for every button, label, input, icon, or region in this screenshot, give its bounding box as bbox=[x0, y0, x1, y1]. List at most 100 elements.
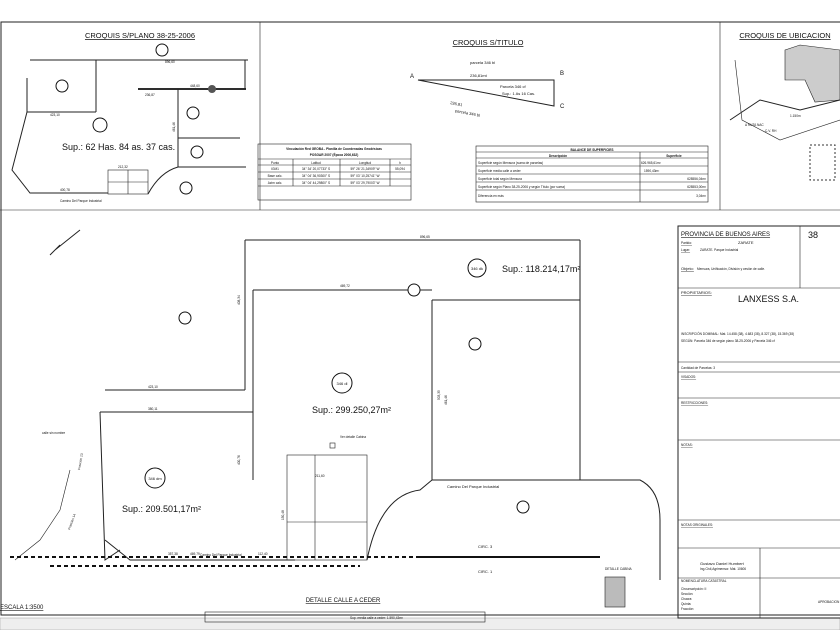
svg-text:A: A bbox=[410, 74, 414, 80]
svg-text:55,094: 55,094 bbox=[395, 167, 405, 171]
svg-text:C: C bbox=[560, 104, 565, 110]
svg-text:211,60: 211,60 bbox=[315, 474, 325, 478]
svg-text:APROBACION: APROBACION bbox=[818, 600, 840, 604]
svg-text:ZARATE: ZARATE bbox=[738, 240, 754, 245]
svg-text:B: B bbox=[560, 71, 564, 77]
svg-text:Sup.: 209.501,17m²: Sup.: 209.501,17m² bbox=[122, 504, 201, 514]
svg-text:Partido:: Partido: bbox=[681, 241, 692, 245]
svg-text:38: 38 bbox=[808, 230, 818, 240]
svg-text:DETALLE CABINA: DETALLE CABINA bbox=[605, 567, 633, 571]
svg-text:RESTRICCIONES:: RESTRICCIONES: bbox=[681, 401, 708, 405]
svg-text:469,79: 469,79 bbox=[190, 552, 200, 556]
svg-text:CROQUIS S/TITULO: CROQUIS S/TITULO bbox=[453, 38, 524, 47]
svg-text:3,04m²: 3,04m² bbox=[696, 194, 706, 198]
svg-text:503,35: 503,35 bbox=[437, 390, 441, 400]
svg-text:Diferencia en más: Diferencia en más bbox=[478, 194, 504, 198]
svg-text:IGM1: IGM1 bbox=[271, 167, 279, 171]
svg-text:34° 04' 44,29800" S: 34° 04' 44,29800" S bbox=[302, 181, 330, 185]
svg-text:469,72: 469,72 bbox=[340, 284, 350, 288]
svg-text:236,81: 236,81 bbox=[450, 100, 464, 107]
svg-text:1.150m: 1.150m bbox=[790, 114, 801, 118]
svg-text:59° 26' 21,34909" W: 59° 26' 21,34909" W bbox=[350, 167, 379, 171]
svg-text:Ver detalle Cabina: Ver detalle Cabina bbox=[340, 435, 366, 439]
svg-text:346 dk: 346 dk bbox=[471, 266, 483, 271]
svg-text:parcela 346 bl: parcela 346 bl bbox=[470, 60, 495, 65]
svg-text:Latitud: Latitud bbox=[311, 161, 321, 165]
svg-text:VISADOS:: VISADOS: bbox=[681, 375, 696, 379]
svg-text:346 dm: 346 dm bbox=[148, 476, 162, 481]
svg-text:Camino Del Parque Industrial: Camino Del Parque Industrial bbox=[200, 553, 242, 557]
svg-text:Sección:: Sección: bbox=[681, 592, 693, 596]
svg-text:Ing.Civil,Agrimensor. Mat. 106: Ing.Civil,Agrimensor. Mat. 10606 bbox=[700, 567, 746, 571]
svg-text:NOMENCLATURA CATASTRAL: NOMENCLATURA CATASTRAL bbox=[681, 579, 727, 583]
svg-text:212,32: 212,32 bbox=[118, 165, 128, 169]
dim-label: 461,46 bbox=[444, 395, 448, 405]
svg-text:628556,04m²: 628556,04m² bbox=[687, 177, 706, 181]
north-arrow-icon bbox=[49, 229, 81, 256]
svg-text:Sup.: 299.250,27m²: Sup.: 299.250,27m² bbox=[312, 405, 391, 415]
svg-text:Superficie total según Mensura: Superficie total según Mensura bbox=[478, 177, 522, 181]
svg-text:Sup. media calle a ceder: 1.59: Sup. media calle a ceder: 1.590,43m² bbox=[350, 616, 403, 620]
svg-text:Superficie según Plano 38-25-2: Superficie según Plano 38-25-2006 y segú… bbox=[478, 185, 565, 189]
scale-label: ESCALA 1:3500 bbox=[0, 605, 44, 611]
dim-label: 461,46 bbox=[172, 122, 176, 132]
svg-text:628553,00m²: 628553,00m² bbox=[687, 185, 706, 189]
dim-label: 408,34 bbox=[237, 295, 241, 305]
svg-text:DETALLE CALLE A CEDER: DETALLE CALLE A CEDER bbox=[306, 598, 381, 604]
svg-text:A RUTA NAC: A RUTA NAC bbox=[745, 123, 764, 127]
svg-text:112,40: 112,40 bbox=[258, 552, 268, 556]
svg-text:236,81mt: 236,81mt bbox=[470, 73, 488, 78]
svg-text:CROQUIS DE UBICACION: CROQUIS DE UBICACION bbox=[739, 31, 830, 40]
sheet-frame bbox=[0, 21, 840, 616]
croquis-plano-sup: Sup.: 62 Has. 84 as. 37 cas. bbox=[62, 142, 175, 152]
svg-text:BALANCE DE SUPERFICIES: BALANCE DE SUPERFICIES bbox=[570, 148, 613, 152]
svg-text:Camino Del Parque Industrial: Camino Del Parque Industrial bbox=[60, 199, 102, 203]
svg-text:Cantidad de Parcelas: 3: Cantidad de Parcelas: 3 bbox=[681, 366, 715, 370]
svg-text:ZARATE. Parque Industrial: ZARATE. Parque Industrial bbox=[700, 248, 738, 252]
svg-text:236,87: 236,87 bbox=[145, 93, 155, 97]
croquis-ubicacion: CROQUIS DE UBICACION A RUTA NAC 1.150m C… bbox=[729, 31, 840, 181]
svg-text:Descripción: Descripción bbox=[549, 154, 567, 158]
croquis-plano-title: CROQUIS S/PLANO 38-25-2006 bbox=[85, 31, 195, 40]
svg-text:Fracción 14: Fracción 14 bbox=[67, 513, 77, 530]
svg-text:Base calc.: Base calc. bbox=[268, 174, 283, 178]
svg-text:Lugar:: Lugar: bbox=[681, 248, 690, 252]
dim-label: 400,76 bbox=[237, 455, 241, 465]
svg-text:34° 04' 36,90300" S: 34° 04' 36,90300" S bbox=[302, 174, 330, 178]
svg-text:Quinta:: Quinta: bbox=[681, 602, 691, 606]
svg-text:Sup.: 118.214,17m²: Sup.: 118.214,17m² bbox=[502, 264, 580, 274]
svg-text:423,10: 423,10 bbox=[148, 385, 158, 389]
svg-text:NOTAS ORIGINALES:: NOTAS ORIGINALES: bbox=[681, 523, 713, 527]
svg-text:Fracción 13: Fracción 13 bbox=[77, 453, 84, 470]
svg-text:Azim calc.: Azim calc. bbox=[268, 181, 283, 185]
svg-text:Punto: Punto bbox=[271, 161, 280, 165]
svg-text:Mensura, Unificación, División: Mensura, Unificación, División y cesión … bbox=[697, 267, 765, 271]
svg-text:CIRC. 1: CIRC. 1 bbox=[478, 569, 493, 574]
svg-text:C.V. RH: C.V. RH bbox=[765, 129, 777, 133]
svg-text:626.965,61m²: 626.965,61m² bbox=[641, 161, 661, 165]
dim-label: 150,48 bbox=[281, 510, 285, 520]
svg-text:INSCRIPCIÓN DOMINIAL: Mat. 14.: INSCRIPCIÓN DOMINIAL: Mat. 14.458 (38), … bbox=[681, 331, 794, 336]
svg-text:Fracción:: Fracción: bbox=[681, 607, 694, 611]
svg-text:Camino Del Parque Industrial: Camino Del Parque Industrial bbox=[447, 484, 499, 489]
croquis-titulo: CROQUIS S/TITULO A B C parcela 346 bl 23… bbox=[410, 38, 565, 118]
svg-text:896,60: 896,60 bbox=[165, 60, 175, 64]
balance-table: BALANCE DE SUPERFICIES Descripción Super… bbox=[475, 145, 709, 203]
svg-text:1590,43m²: 1590,43m² bbox=[644, 169, 659, 173]
svg-text:400,78: 400,78 bbox=[60, 188, 70, 192]
svg-text:PROVINCIA DE BUENOS AIRES: PROVINCIA DE BUENOS AIRES bbox=[681, 232, 770, 238]
svg-text:Objeto:: Objeto: bbox=[681, 266, 694, 271]
title-block: PROVINCIA DE BUENOS AIRES 38 Partido: ZA… bbox=[677, 225, 840, 619]
svg-text:59° 03' 10,25741" W: 59° 03' 10,25741" W bbox=[350, 174, 379, 178]
svg-text:POSGAR 2007 (Época 2006,632): POSGAR 2007 (Época 2006,632) bbox=[310, 152, 359, 157]
svg-text:PROPIETARIOS:: PROPIETARIOS: bbox=[681, 290, 712, 295]
svg-text:Circunscripción: II: Circunscripción: II bbox=[681, 587, 706, 591]
svg-text:SEGÚN: Parcela 346 de según pl: SEGÚN: Parcela 346 de según plano 38-25-… bbox=[681, 338, 775, 343]
svg-text:896,65: 896,65 bbox=[420, 235, 430, 239]
svg-text:59° 03' 29,79003" W: 59° 03' 29,79003" W bbox=[350, 181, 379, 185]
svg-text:346 dl: 346 dl bbox=[337, 381, 348, 386]
svg-text:Superficie media calle a ceder: Superficie media calle a ceder bbox=[478, 169, 522, 173]
svg-text:h: h bbox=[399, 161, 401, 165]
svg-text:parcela 346 bl: parcela 346 bl bbox=[455, 108, 481, 118]
detalle-calle: DETALLE CALLE A CEDER Sup. media calle a… bbox=[0, 567, 633, 623]
